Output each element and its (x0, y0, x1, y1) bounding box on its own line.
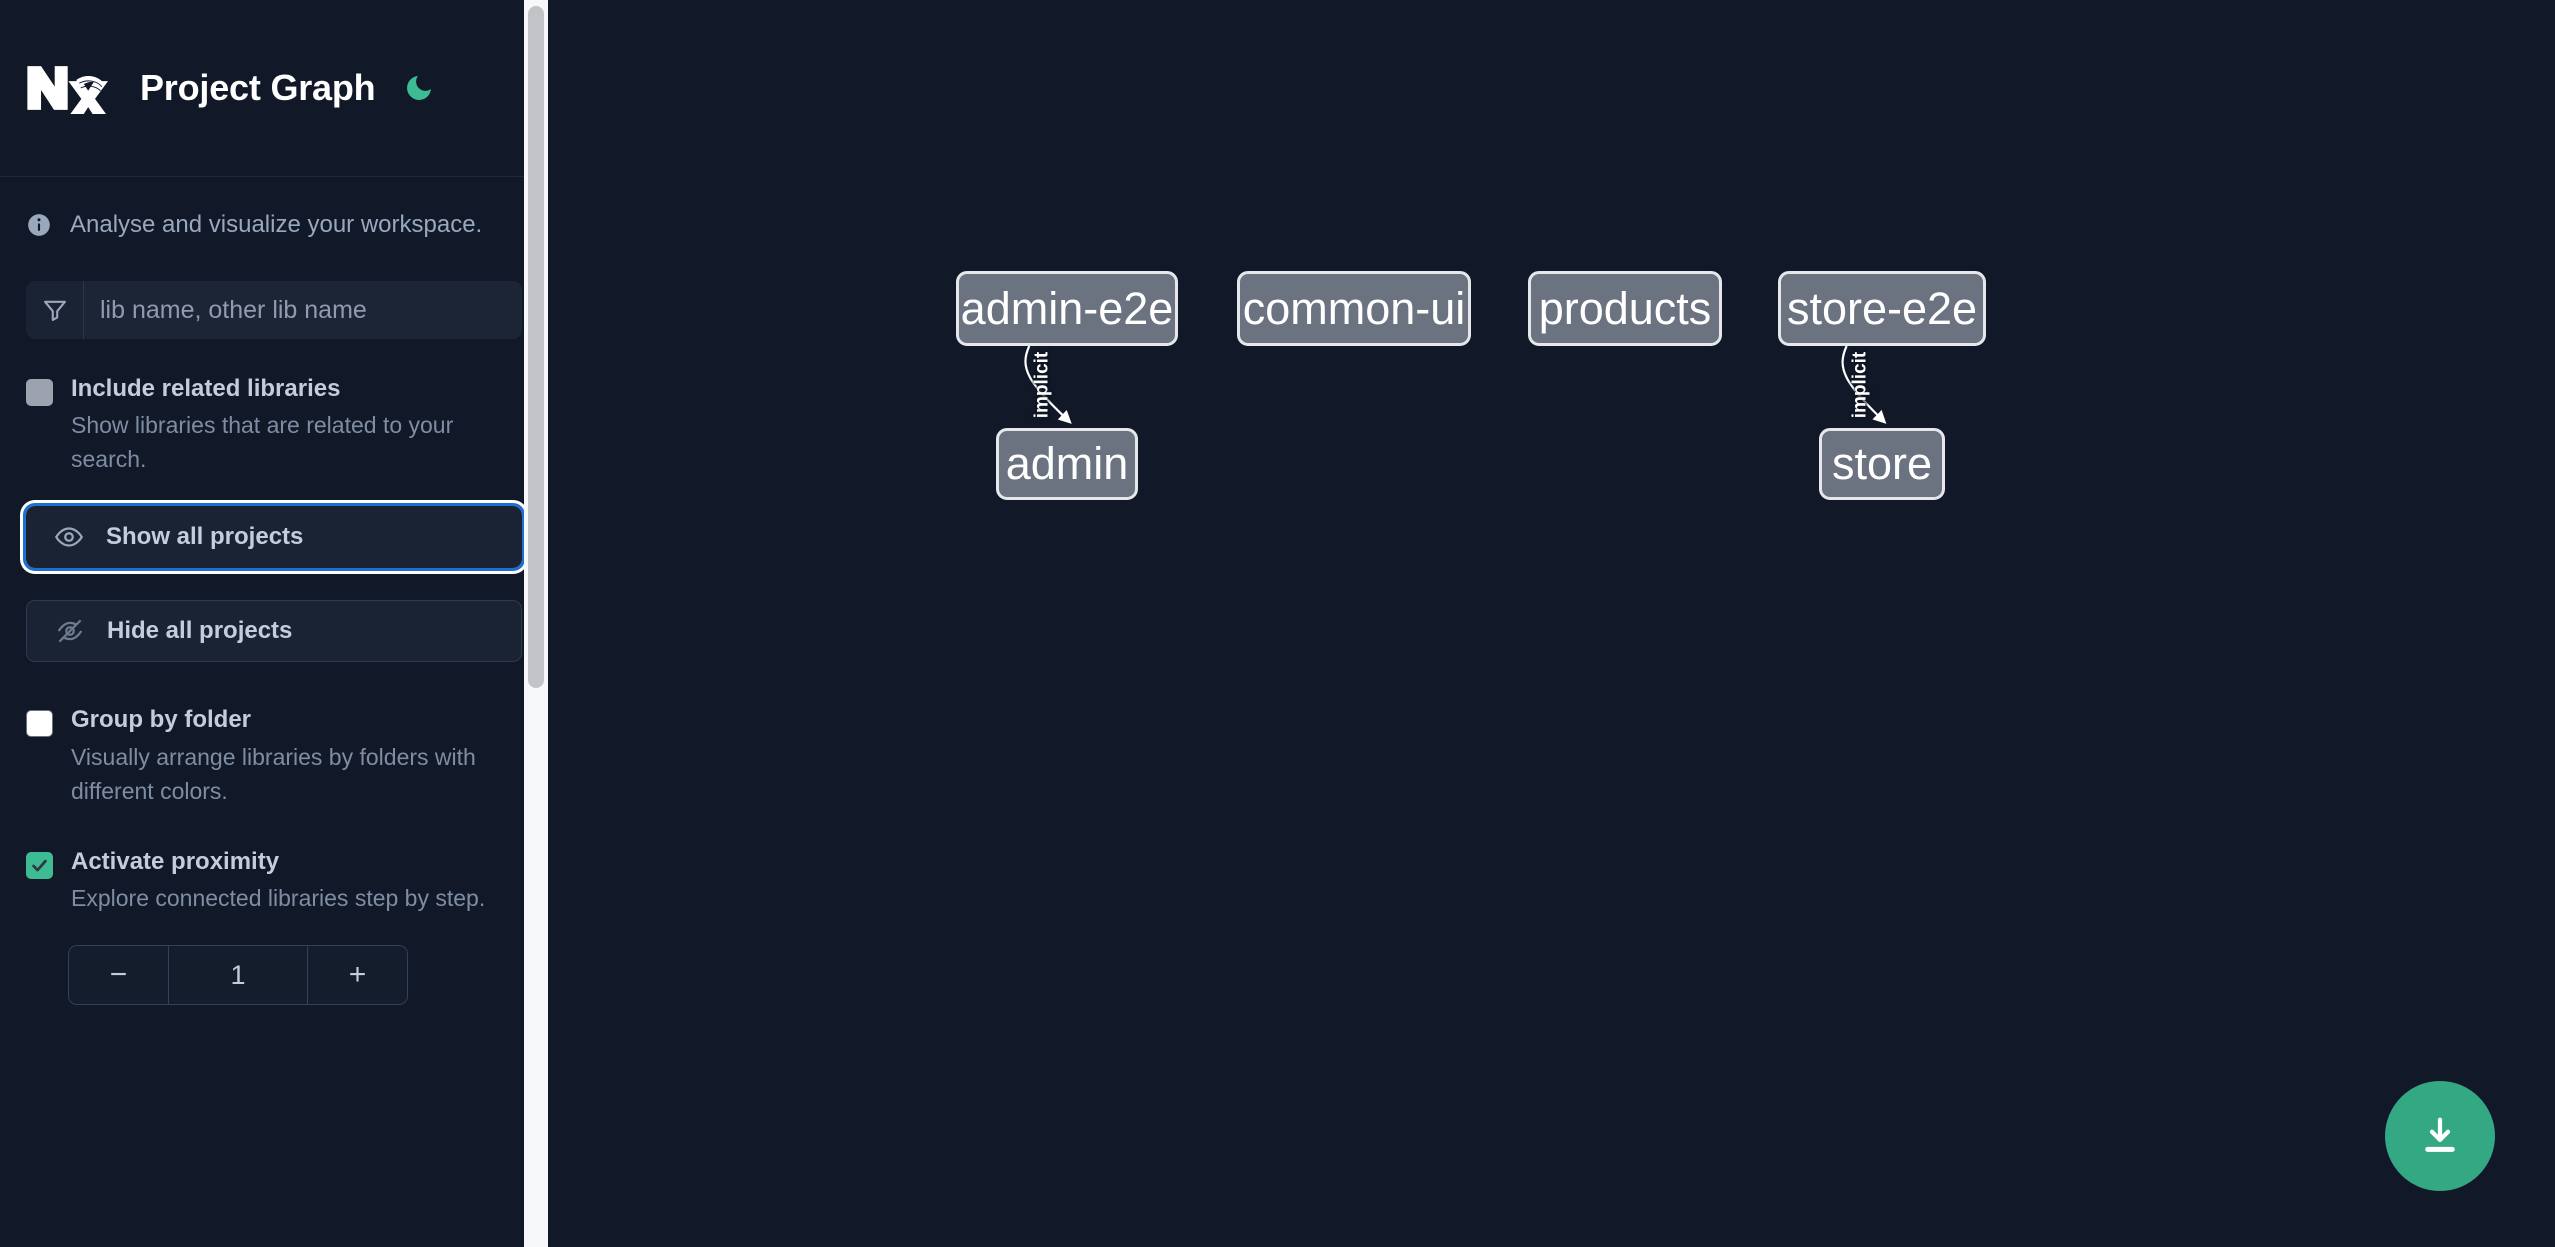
checkbox-row-activate-proximity[interactable]: Activate proximity Explore connected lib… (0, 808, 548, 915)
proximity-value: 1 (169, 946, 307, 1005)
group-by-folder-checkbox[interactable] (26, 710, 53, 738)
graph-node-store-e2e[interactable]: store-e2e (1778, 271, 1986, 346)
moon-icon[interactable] (401, 70, 437, 106)
graph-edge-label-store-e2e-to-store: implicit (1848, 351, 1870, 419)
graph-node-label: store (1831, 438, 1933, 489)
sidebar-scrollbar[interactable] (524, 0, 548, 1247)
proximity-increment-button[interactable]: + (307, 946, 407, 1005)
graph-node-store[interactable]: store (1819, 428, 1945, 500)
graph-node-label: common-ui (1242, 282, 1466, 334)
graph-node-label: store-e2e (1786, 282, 1978, 334)
include-related-libraries-label: Include related libraries (71, 375, 341, 402)
checkbox-row-group-by-folder[interactable]: Group by folder Visually arrange librari… (0, 662, 548, 807)
graph-edge-label-admin-e2e-to-admin: implicit (1031, 351, 1053, 419)
brand-row: Project Graph (0, 0, 548, 177)
funnel-icon (26, 281, 84, 339)
group-by-folder-label: Group by folder (71, 706, 251, 734)
activate-proximity-label: Activate proximity (71, 847, 280, 875)
graph-layer: admin-e2e common-ui products store-e2e admin… (548, 0, 2555, 1247)
tagline-row: Analyse and visualize your workspace. (0, 177, 548, 269)
filter-section (0, 269, 548, 339)
eye-off-icon (55, 616, 85, 646)
nx-logo-icon (26, 62, 108, 117)
graph-edge-store-e2e-to-store (1841, 345, 1887, 424)
sidebar-scroll-area[interactable]: Project Graph Analyse and visualize yo (0, 0, 548, 1247)
include-related-libraries-description: Show libraries that are related to your … (71, 412, 454, 473)
activate-proximity-checkbox[interactable] (26, 851, 53, 879)
graph-node-label: products (1538, 282, 1712, 334)
filter-box[interactable] (26, 281, 522, 339)
checkbox-row-include-related-libraries[interactable]: Include related libraries Show libraries… (0, 339, 548, 476)
graph-node-admin-e2e[interactable]: admin-e2e (956, 271, 1178, 346)
info-icon (26, 212, 52, 238)
tagline-text: Analyse and visualize your workspace. (70, 211, 483, 238)
include-related-libraries-checkbox[interactable] (26, 379, 53, 406)
activate-proximity-description: Explore connected libraries step by step… (71, 885, 486, 912)
graph-edges (1024, 345, 1887, 424)
proximity-decrement-button[interactable]: − (69, 946, 169, 1005)
hide-all-projects-label: Hide all projects (107, 617, 293, 645)
group-by-folder-description: Visually arrange libraries by folders wi… (71, 743, 476, 804)
download-icon (2425, 1117, 2455, 1152)
graph-edge-admin-e2e-to-admin (1024, 345, 1072, 424)
proximity-stepper[interactable]: − 1 + (68, 945, 408, 1006)
show-all-projects-button[interactable]: Show all projects (23, 503, 525, 572)
graph-node-admin[interactable]: admin (996, 428, 1138, 500)
hide-all-projects-button[interactable]: Hide all projects (26, 600, 522, 663)
graph-node-label: admin (1005, 438, 1129, 489)
proximity-stepper-wrap: − 1 + (0, 915, 548, 1006)
download-graph-button[interactable] (2385, 1081, 2495, 1191)
graph-node-products[interactable]: products (1528, 271, 1722, 346)
graph-node-label: admin-e2e (960, 282, 1174, 334)
page-title: Project Graph (140, 67, 376, 108)
sidebar-scrollbar-thumb[interactable] (528, 6, 544, 688)
show-all-projects-label: Show all projects (106, 523, 304, 551)
visibility-buttons: Show all projects Hide all projects (0, 476, 548, 663)
graph-canvas[interactable]: admin-e2e common-ui products store-e2e admin… (548, 0, 2555, 1247)
graph-node-common-ui[interactable]: common-ui (1237, 271, 1471, 346)
search-input[interactable] (84, 281, 522, 339)
eye-icon (54, 522, 84, 552)
sidebar: Project Graph Analyse and visualize yo (0, 0, 548, 1247)
